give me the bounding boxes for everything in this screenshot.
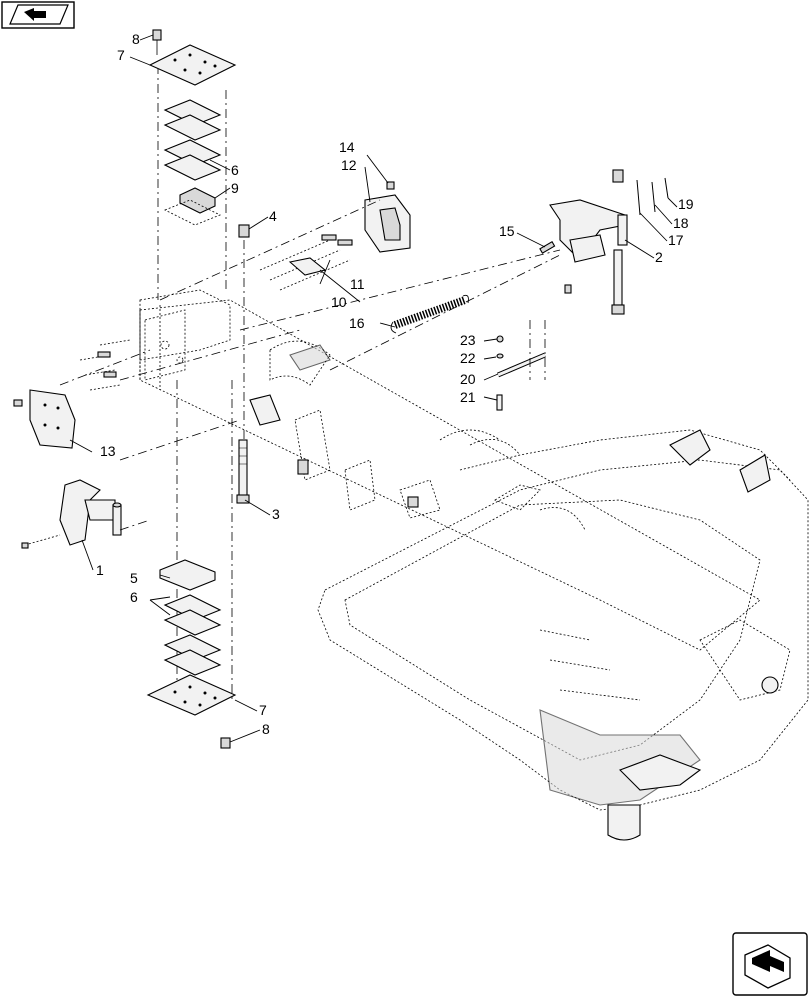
right-side-plate (364, 181, 411, 253)
callout-2: 2 (655, 249, 663, 265)
leader-lines (69, 34, 678, 743)
bottom-pad-plate (146, 674, 237, 716)
main-beam (139, 299, 761, 651)
alignment-lines (59, 199, 561, 531)
top-bolt (152, 29, 162, 55)
callout-6-bottom: 6 (130, 589, 138, 605)
right-pin-parts (539, 177, 669, 294)
small-pin-parts (496, 320, 546, 411)
callout-7-bottom: 7 (259, 702, 267, 718)
callout-23: 23 (460, 332, 476, 348)
top-shims (163, 99, 222, 226)
callout-3: 3 (272, 506, 280, 522)
nut (238, 224, 250, 238)
callout-19: 19 (678, 196, 694, 212)
tension-spring (390, 294, 469, 334)
callout-15: 15 (499, 223, 515, 239)
callout-7-top: 7 (117, 47, 125, 63)
callout-14: 14 (339, 139, 355, 155)
callout-12: 12 (341, 157, 357, 173)
callout-labels: 8 7 6 9 4 14 12 11 10 16 15 19 18 17 2 2… (96, 31, 694, 737)
next-page-arrow-icon[interactable] (732, 932, 808, 996)
middle-linkage (249, 394, 441, 519)
bottom-bolt (220, 737, 231, 749)
callout-11: 11 (350, 276, 365, 292)
callout-21: 21 (460, 389, 476, 405)
bottom-shims (163, 594, 222, 676)
left-side-plate (13, 389, 76, 449)
callout-6-top: 6 (231, 162, 239, 178)
callout-16: 16 (349, 315, 365, 331)
callout-5: 5 (130, 570, 138, 586)
callout-9: 9 (231, 180, 239, 196)
right-bracket (549, 199, 628, 263)
bottom-spacer-block (159, 559, 216, 591)
left-bracket (21, 479, 122, 549)
callout-13: 13 (100, 443, 116, 459)
callout-10: 10 (331, 294, 347, 310)
left-pins (79, 339, 131, 391)
right-long-bolt (611, 169, 625, 315)
right-pins (259, 234, 353, 291)
long-bolt (236, 439, 250, 504)
callout-4: 4 (269, 208, 277, 224)
callout-20: 20 (460, 371, 476, 387)
mount-block (139, 289, 231, 381)
callout-8-bottom: 8 (262, 721, 270, 737)
top-pad-plate (148, 44, 237, 86)
callout-18: 18 (673, 215, 689, 231)
callout-22: 22 (460, 350, 476, 366)
main-deck-frame (317, 429, 809, 841)
callout-17: 17 (668, 232, 684, 248)
callout-8-top: 8 (132, 31, 140, 47)
return-arrow-icon[interactable] (1, 1, 75, 29)
callout-1: 1 (96, 562, 104, 578)
